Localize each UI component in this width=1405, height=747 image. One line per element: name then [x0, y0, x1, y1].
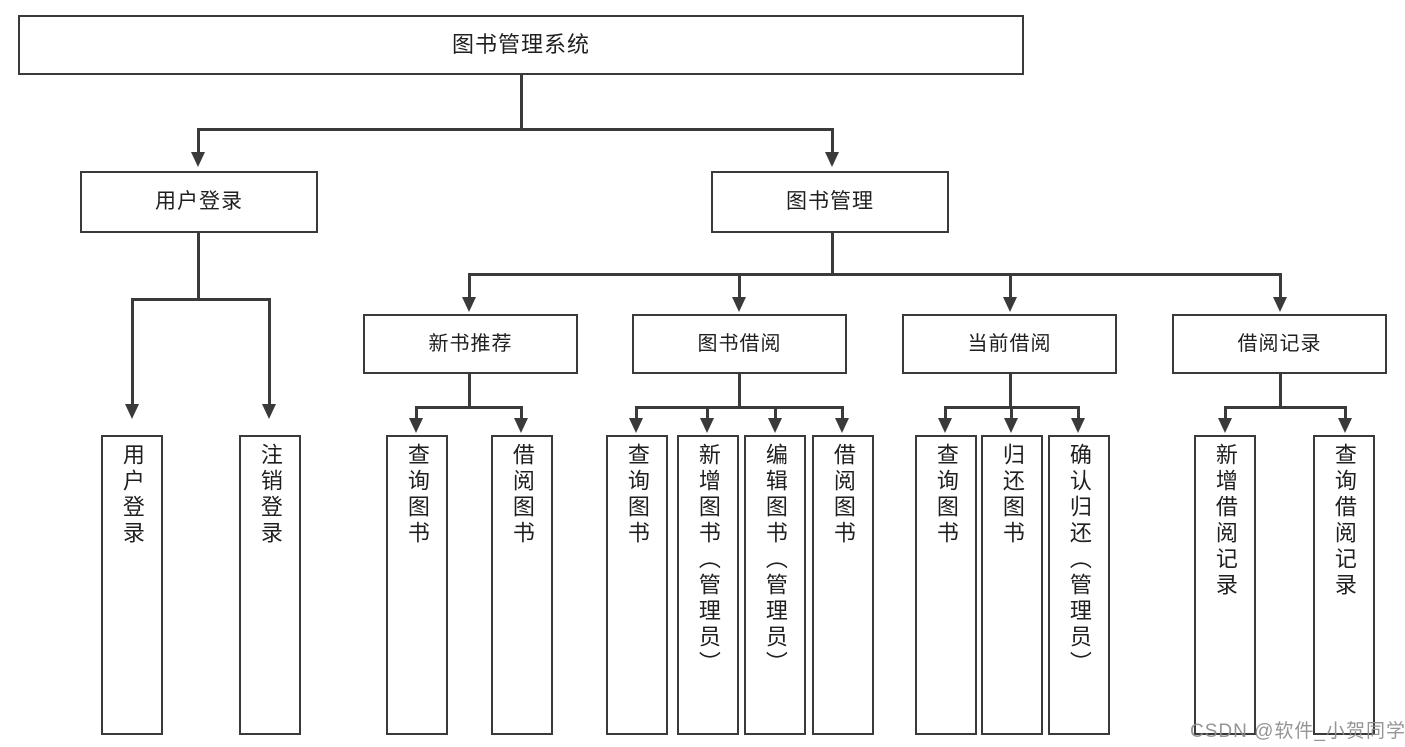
connector-cb-drop-3: [1077, 406, 1080, 420]
node-label: 借阅图书: [509, 443, 535, 547]
node-label: 新增借阅记录: [1212, 443, 1238, 599]
leaf-add-borrow-record[interactable]: 新增借阅记录: [1194, 435, 1256, 735]
leaf-borrow-book-recommend[interactable]: 借阅图书: [491, 435, 553, 735]
node-label: 图书管理: [786, 189, 874, 213]
node-root-system[interactable]: 图书管理系统: [18, 15, 1024, 75]
node-label: 当前借阅: [967, 332, 1052, 355]
node-label: 注销登录: [257, 443, 283, 547]
node-current-borrow[interactable]: 当前借阅: [902, 314, 1117, 374]
node-label: 查询图书: [404, 443, 430, 547]
arrowhead-leaf-user-login: [125, 404, 139, 419]
connector-borrow-record-stem: [1279, 374, 1282, 406]
connector-book-manage-stem: [831, 233, 834, 273]
node-label: 用户登录: [119, 443, 145, 547]
connector-book-borrow-stem: [738, 374, 741, 406]
node-label: 查询图书: [624, 443, 650, 547]
connector-to-book-borrow: [738, 273, 741, 299]
node-label: 确认归还（管理员）: [1066, 443, 1092, 677]
node-label: 新书推荐: [428, 332, 513, 355]
connector-cb-drop-1: [944, 406, 947, 420]
node-label: 查询图书: [933, 443, 959, 547]
connector-level3-bus: [468, 273, 1282, 276]
arrowhead-new-book: [462, 297, 476, 312]
connector-new-book-stem: [468, 374, 471, 406]
leaf-query-book-recommend[interactable]: 查询图书: [386, 435, 448, 735]
connector-to-current-borrow: [1009, 273, 1012, 299]
node-new-book-recommend[interactable]: 新书推荐: [363, 314, 578, 374]
node-label: 查询借阅记录: [1331, 443, 1357, 599]
connector-bb-drop-4: [841, 406, 844, 420]
node-label: 借阅图书: [830, 443, 856, 547]
leaf-query-borrow-record[interactable]: 查询借阅记录: [1313, 435, 1375, 735]
connector-to-book-manage: [831, 128, 834, 154]
leaf-query-book-borrow[interactable]: 查询图书: [606, 435, 668, 735]
connector-bb-drop-3: [774, 406, 777, 420]
connector-to-borrow-record: [1279, 273, 1282, 299]
connector-current-borrow-stem: [1009, 374, 1012, 406]
node-book-borrow[interactable]: 图书借阅: [632, 314, 847, 374]
connector-bb-drop-1: [635, 406, 638, 420]
arrowhead-cb-leaf-2: [1004, 418, 1018, 433]
leaf-borrow-book[interactable]: 借阅图书: [812, 435, 874, 735]
arrowhead-book-borrow: [732, 297, 746, 312]
arrowhead-cb-leaf-1: [938, 418, 952, 433]
arrowhead-bb-leaf-4: [835, 418, 849, 433]
connector-borrow-record-bus: [1224, 406, 1344, 409]
arrowhead-borrow-record: [1273, 297, 1287, 312]
leaf-return-book[interactable]: 归还图书: [981, 435, 1043, 735]
arrowhead-user-login: [191, 152, 205, 167]
leaf-edit-book-admin[interactable]: 编辑图书（管理员）: [744, 435, 806, 735]
watermark-credit: CSDN @软件_小贺同学: [1190, 721, 1405, 742]
arrowhead-current-borrow: [1003, 297, 1017, 312]
node-label: 新增图书（管理员）: [695, 443, 721, 677]
connector-new-book-bus: [415, 406, 523, 409]
arrowhead-book-manage: [825, 152, 839, 167]
connector-book-borrow-bus: [635, 406, 843, 409]
connector-to-new-book: [468, 273, 471, 299]
node-label: 用户登录: [155, 189, 243, 213]
node-book-manage[interactable]: 图书管理: [711, 171, 949, 233]
connector-new-book-drop-2: [520, 406, 523, 420]
connector-level2-bus: [197, 128, 834, 131]
connector-user-login-drop-2: [268, 298, 271, 406]
node-label: 借阅记录: [1237, 332, 1322, 355]
node-label: 图书借阅: [697, 332, 782, 355]
arrowhead-nb-leaf-1: [409, 418, 423, 433]
arrowhead-leaf-logout: [262, 404, 276, 419]
node-user-login[interactable]: 用户登录: [80, 171, 318, 233]
connector-br-drop-2: [1344, 406, 1347, 420]
arrowhead-bb-leaf-1: [629, 418, 643, 433]
connector-to-user-login: [197, 128, 200, 154]
leaf-query-book-current[interactable]: 查询图书: [915, 435, 977, 735]
connector-br-drop-1: [1224, 406, 1227, 420]
arrowhead-cb-leaf-3: [1071, 418, 1085, 433]
arrowhead-bb-leaf-3: [768, 418, 782, 433]
node-label: 图书管理系统: [451, 32, 590, 58]
connector-user-login-stem: [197, 233, 200, 298]
node-label: 归还图书: [999, 443, 1025, 547]
leaf-add-book-admin[interactable]: 新增图书（管理员）: [677, 435, 739, 735]
arrowhead-nb-leaf-2: [514, 418, 528, 433]
connector-user-login-bus: [131, 298, 268, 301]
arrowhead-bb-leaf-2: [700, 418, 714, 433]
leaf-user-login[interactable]: 用户登录: [101, 435, 163, 735]
arrowhead-br-leaf-1: [1218, 418, 1232, 433]
node-label: 编辑图书（管理员）: [762, 443, 788, 677]
node-borrow-record[interactable]: 借阅记录: [1172, 314, 1387, 374]
connector-user-login-drop-1: [131, 298, 134, 406]
connector-bb-drop-2: [706, 406, 709, 420]
connector-new-book-drop-1: [415, 406, 418, 420]
connector-root-stem: [520, 75, 523, 128]
leaf-confirm-return-admin[interactable]: 确认归还（管理员）: [1048, 435, 1110, 735]
connector-cb-drop-2: [1010, 406, 1013, 420]
arrowhead-br-leaf-2: [1338, 418, 1352, 433]
leaf-logout[interactable]: 注销登录: [239, 435, 301, 735]
